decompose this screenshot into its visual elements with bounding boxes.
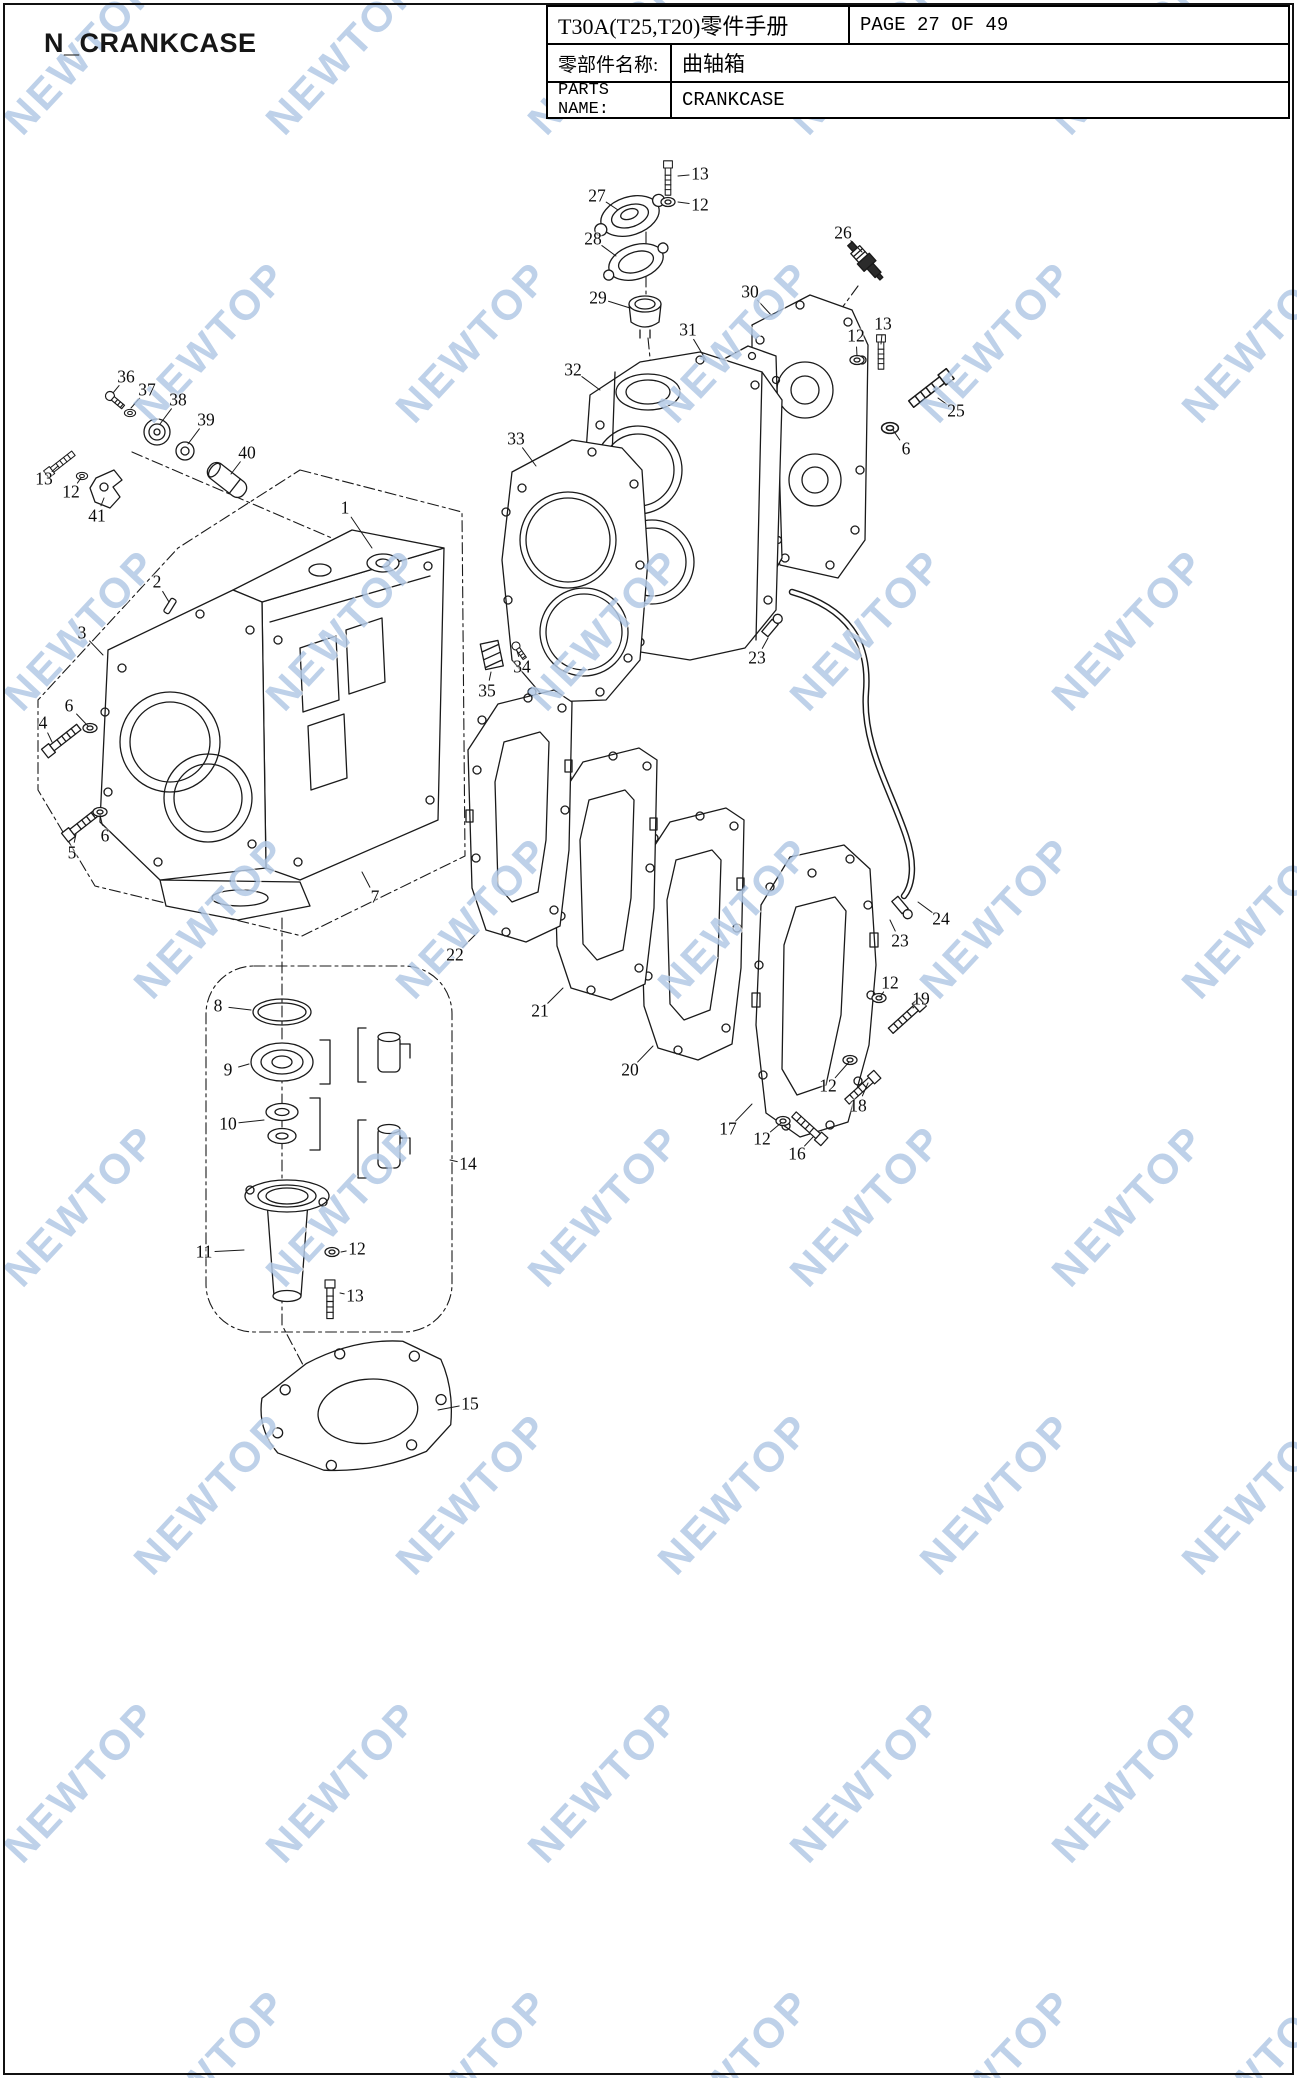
screw-36 [103, 389, 127, 412]
bottom-gasket-15 [260, 1340, 453, 1472]
bolt-13-left [43, 449, 77, 479]
anode-35 [479, 639, 504, 671]
washer-12-a [871, 992, 887, 1004]
manual-title: T30A(T25,T20)零件手册 [558, 14, 789, 39]
washers-10 [265, 1097, 321, 1151]
washer-37 [123, 408, 137, 418]
part-name-value-cn: 曲轴箱 [670, 45, 1288, 81]
bearing-38 [143, 418, 171, 446]
collar-39 [175, 441, 195, 461]
washer-12-b [842, 1054, 858, 1066]
washer-12-right [849, 354, 865, 366]
o-ring-8 [252, 998, 312, 1026]
plug-40 [206, 461, 248, 499]
bolt-13-bottom [324, 1279, 336, 1320]
header-table: T30A(T25,T20)零件手册 PAGE 27 OF 49 零部件名称: 曲… [546, 5, 1290, 119]
water-hose [761, 588, 916, 920]
exhaust-gasket-inner [465, 689, 573, 943]
thermostat-cover-gasket [603, 242, 669, 281]
washer-12-left [75, 471, 89, 481]
part-name-value-en: CRANKCASE [670, 83, 1288, 117]
bolt-19 [886, 997, 928, 1036]
roller-detail-lower [357, 1119, 411, 1179]
thermostat-cover [594, 193, 666, 237]
part-name-label-en: PARTS NAME: [558, 81, 610, 119]
header-row-name-cn: 零部件名称: 曲轴箱 [548, 43, 1288, 81]
bracket-41 [89, 469, 123, 509]
crankcase-body [99, 529, 445, 921]
washer-6-right [880, 421, 900, 435]
bolt-4 [40, 722, 83, 759]
washer-12-c [775, 1115, 791, 1127]
cylinder-head-gasket [501, 439, 649, 703]
bolt-13-top [663, 160, 673, 196]
washer-12-bottom [324, 1246, 340, 1258]
washer-12-top [660, 196, 676, 208]
bearing-9 [250, 1039, 331, 1085]
washer-6-left-upper [82, 722, 98, 734]
roller-detail-upper [357, 1027, 411, 1083]
leader-lines [47, 174, 948, 1411]
part-name-label-cn: 零部件名称: [558, 54, 659, 76]
page-number-indicator: PAGE 27 OF 49 [848, 7, 1288, 43]
oil-seal-housing-11 [244, 1179, 330, 1303]
page-title: N_CRANKCASE [44, 28, 257, 58]
header-row-manual: T30A(T25,T20)零件手册 PAGE 27 OF 49 [548, 7, 1288, 43]
thermostat [628, 295, 662, 339]
header-row-name-en: PARTS NAME: CRANKCASE [548, 81, 1288, 119]
bolt-25 [906, 367, 955, 410]
spark-plug [847, 241, 884, 281]
